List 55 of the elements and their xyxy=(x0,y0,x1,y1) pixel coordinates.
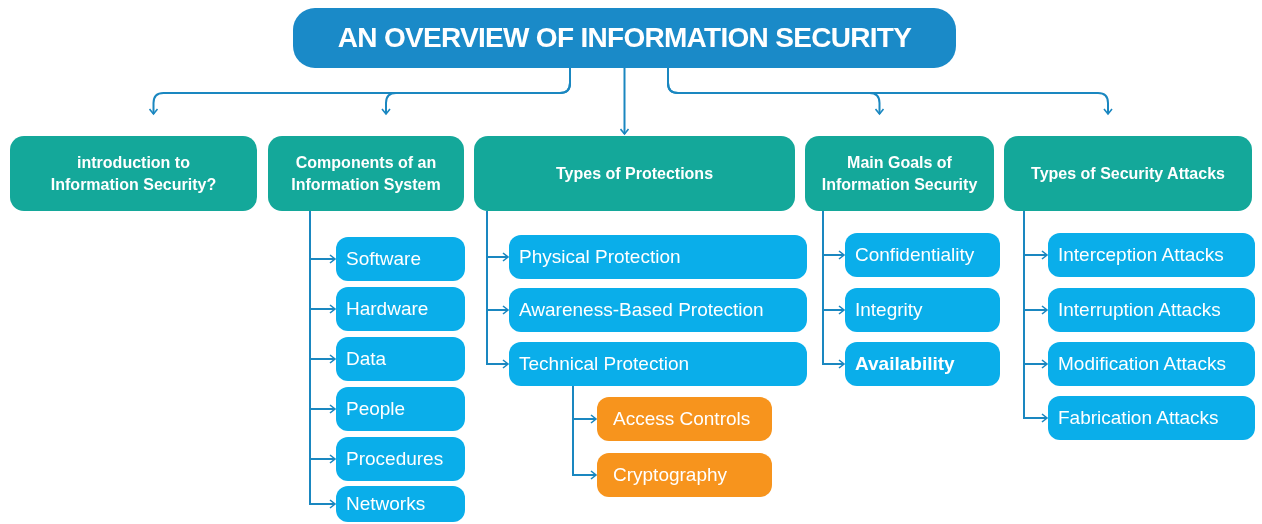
node-label: Interruption Attacks xyxy=(1058,297,1221,322)
node-label: introduction to Information Security? xyxy=(50,152,217,195)
item-box xyxy=(509,235,807,279)
item-box xyxy=(336,337,465,381)
item-box xyxy=(845,288,1000,332)
category-box xyxy=(10,136,257,211)
arrow xyxy=(572,385,597,480)
node-label: Types of Protections xyxy=(555,163,714,184)
item-box xyxy=(1048,342,1255,386)
node-label: Physical Protection xyxy=(519,244,681,269)
node-label: Software xyxy=(346,246,421,271)
node-label: Main Goals of Information Security xyxy=(820,152,979,195)
node-label: Hardware xyxy=(346,296,429,321)
node-label: Modification Attacks xyxy=(1058,351,1226,376)
arrow xyxy=(309,210,336,509)
node-label: People xyxy=(346,396,406,421)
item-box xyxy=(509,342,807,386)
item-box xyxy=(1048,288,1255,332)
node-label: Availability xyxy=(855,351,955,376)
item-box xyxy=(1048,396,1255,440)
node-label: Data xyxy=(346,346,387,371)
node-label: Types of Security Attacks xyxy=(1031,163,1225,184)
node-label: Components of an Information System xyxy=(290,152,442,195)
item-box xyxy=(336,237,465,281)
item-box xyxy=(509,288,807,332)
category-box xyxy=(268,136,464,211)
arrow xyxy=(619,67,630,135)
item-box xyxy=(336,437,465,481)
node-label: Interception Attacks xyxy=(1058,242,1224,267)
arrow xyxy=(486,210,509,369)
node-label: Technical Protection xyxy=(519,351,690,376)
sub-item-box xyxy=(597,397,772,441)
node-label: Cryptography xyxy=(613,462,728,487)
item-box xyxy=(336,287,465,331)
item-box xyxy=(845,342,1000,386)
node-label: Awareness-Based Protection xyxy=(519,297,764,322)
node-label: Networks xyxy=(346,491,426,516)
item-box xyxy=(336,387,465,431)
node-label: Procedures xyxy=(346,446,444,471)
node-label: Access Controls xyxy=(613,406,751,431)
item-box xyxy=(845,233,1000,277)
category-box xyxy=(1004,136,1252,211)
node-label: Integrity xyxy=(855,297,923,322)
arrow xyxy=(381,67,571,115)
category-box xyxy=(474,136,795,211)
arrow xyxy=(1023,210,1048,423)
item-box xyxy=(336,486,465,522)
title-banner xyxy=(293,8,956,68)
node-label: Fabrication Attacks xyxy=(1058,405,1219,430)
arrow xyxy=(822,210,845,369)
category-box xyxy=(805,136,994,211)
sub-item-box xyxy=(597,453,772,497)
node-label: Confidentiality xyxy=(855,242,975,267)
item-box xyxy=(1048,233,1255,277)
title-text: AN OVERVIEW OF INFORMATION SECURITY xyxy=(337,21,912,55)
